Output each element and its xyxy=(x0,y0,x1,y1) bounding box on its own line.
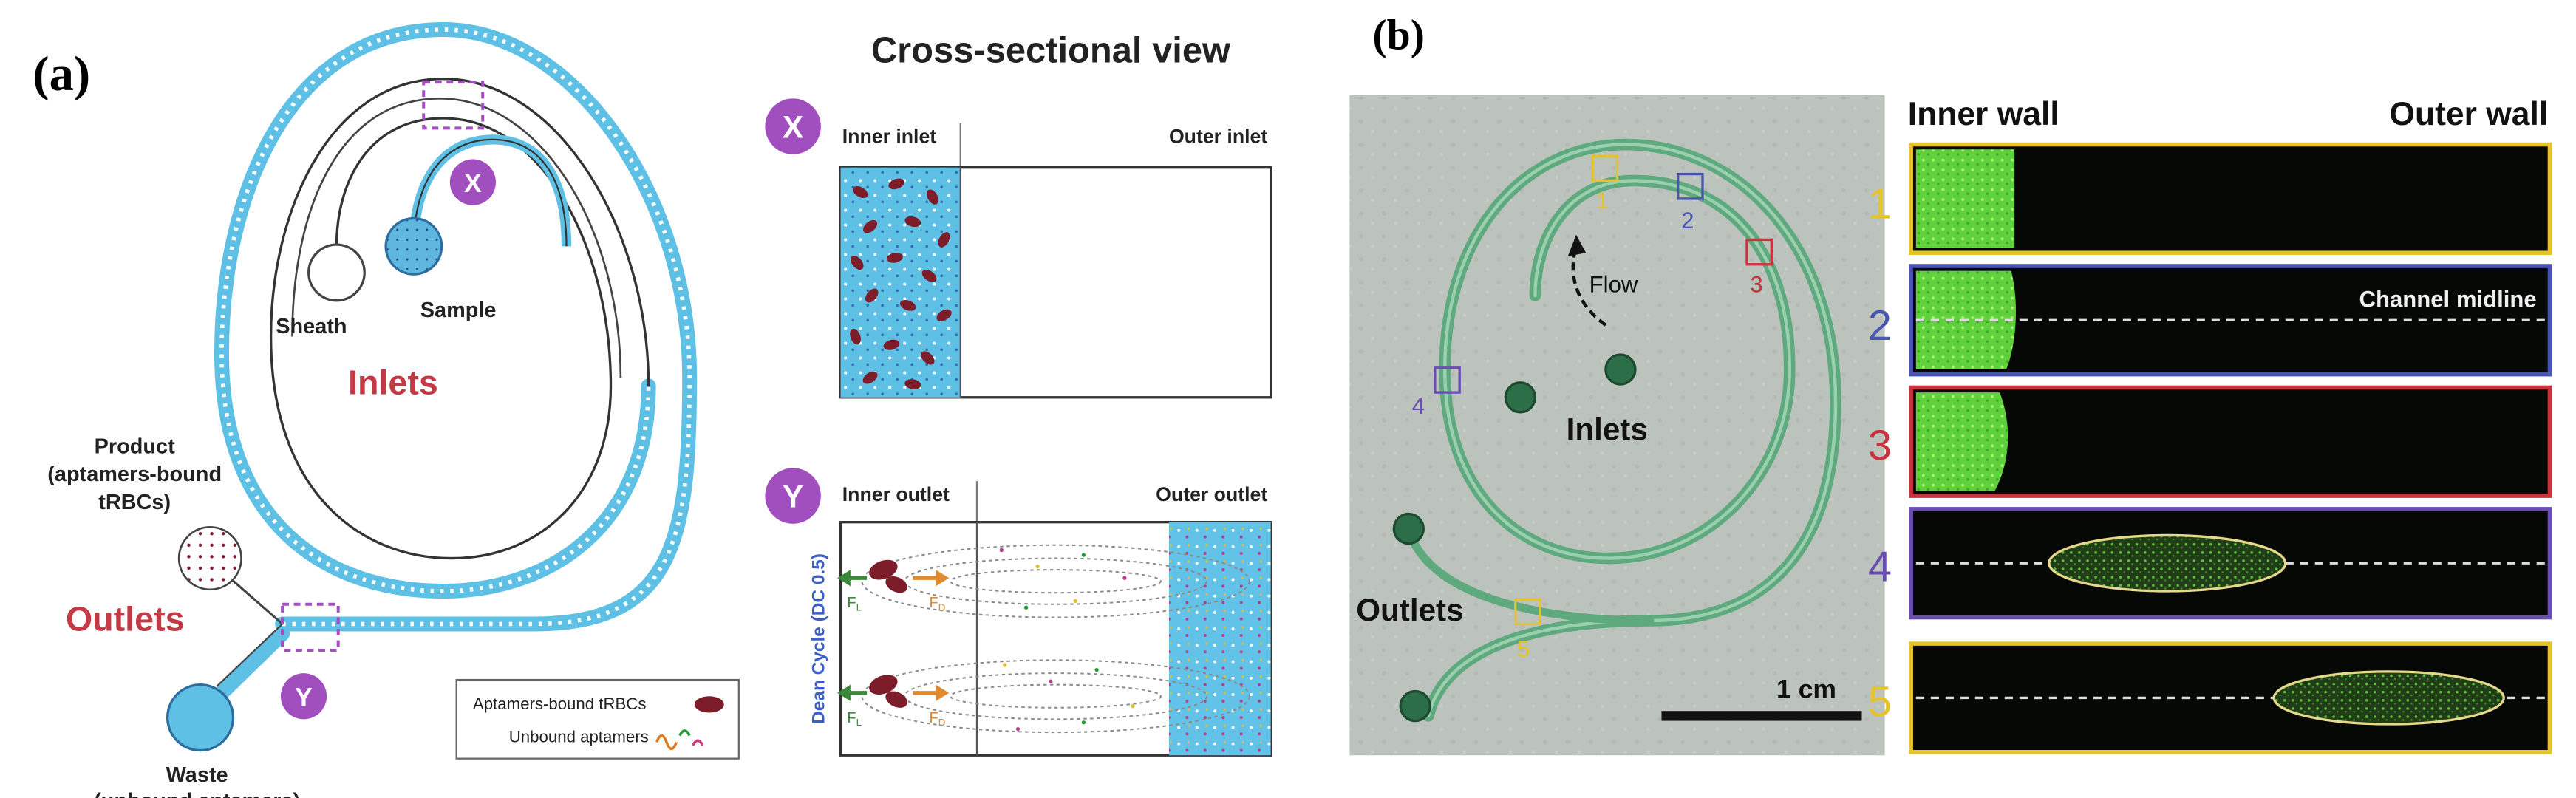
panel-a: (a) X xyxy=(33,21,740,798)
product-reservoir xyxy=(177,526,242,591)
sheath-label: Sheath xyxy=(276,315,347,338)
strip-number-2: 2 xyxy=(1868,302,1892,349)
location-label-4: 4 xyxy=(1412,393,1425,419)
product-label-1: Product xyxy=(95,434,175,458)
outer-channel xyxy=(214,21,698,632)
location-box-5 xyxy=(1514,598,1541,626)
location-box-4 xyxy=(1434,366,1461,394)
panel-b: (b) Flow Inlets Outlets 1 2 3 4 xyxy=(1349,13,2552,756)
scale-bar xyxy=(1661,711,1862,721)
cross-section-title: Cross-sectional view xyxy=(871,30,1231,70)
outlet-port-1 xyxy=(1392,512,1425,545)
location-label-3: 3 xyxy=(1750,272,1762,298)
legend-unbound: Unbound aptamers xyxy=(509,727,649,746)
waste-reservoir xyxy=(166,683,235,752)
outlet-branch-product xyxy=(229,577,284,625)
outlets-label: Outlets xyxy=(66,599,185,638)
force-fl-top: FL xyxy=(847,595,862,613)
force-fl-bottom: FL xyxy=(847,710,862,728)
svg-text:Y: Y xyxy=(783,480,803,514)
panel-a-label: (a) xyxy=(33,47,90,101)
device-channel xyxy=(1404,138,1841,722)
strip-number-5: 5 xyxy=(1868,678,1892,726)
y-outer-outlet: Outer outlet xyxy=(1156,483,1267,505)
inlets-label: Inlets xyxy=(348,363,438,401)
legend-cell-icon xyxy=(694,696,724,713)
y-inner-outlet: Inner outlet xyxy=(842,483,950,505)
device-inlets-label: Inlets xyxy=(1567,412,1648,447)
legend-aptamer-icon xyxy=(655,729,704,751)
y-cell-top xyxy=(869,559,907,593)
strip-3-fluorescence xyxy=(1915,392,2008,491)
strip-4: 4 xyxy=(1868,507,2552,620)
outlet-port-2 xyxy=(1399,689,1431,723)
y-cell-bottom xyxy=(869,675,907,708)
force-fd-top: FD xyxy=(930,595,946,613)
location-label-2: 2 xyxy=(1681,208,1694,233)
location-box-1 xyxy=(1591,154,1619,183)
x-cells xyxy=(850,178,952,389)
channel-midline-label: Channel midline xyxy=(2359,287,2537,313)
waste-label-1: Waste xyxy=(166,763,228,787)
x-outer-inlet: Outer inlet xyxy=(1169,125,1267,147)
inlet-port-2 xyxy=(1604,353,1637,386)
dean-vortices xyxy=(861,544,1250,734)
y-outer-fluid xyxy=(1168,522,1271,756)
sample-reservoir xyxy=(384,216,443,276)
strip-4-band xyxy=(2048,535,2286,591)
marker-y: Y xyxy=(280,673,327,720)
strip-number-3: 3 xyxy=(1868,422,1892,469)
product-label-2: (aptamers-bound xyxy=(47,463,222,486)
cross-section: Cross-sectional view X Inner inlet Outer… xyxy=(765,30,1272,757)
strip-5-outline xyxy=(2272,670,2505,726)
scale-label: 1 cm xyxy=(1776,674,1836,703)
x-inner-inlet: Inner inlet xyxy=(842,125,936,147)
inner-wall-label: Inner wall xyxy=(1908,96,2059,132)
selection-box-y xyxy=(281,602,340,652)
selection-box-x xyxy=(422,81,485,130)
force-fd-bottom: FD xyxy=(930,710,946,728)
device-ports xyxy=(1392,353,1637,723)
location-boxes xyxy=(1434,154,1773,626)
strip-number-4: 4 xyxy=(1868,544,1892,591)
marker-x-cross: X xyxy=(765,98,821,154)
device-outlets-label: Outlets xyxy=(1356,593,1463,627)
location-label-1: 1 xyxy=(1596,188,1609,214)
inlet-port-1 xyxy=(1504,381,1537,414)
strip-5: 5 xyxy=(1868,641,2552,754)
product-label-3: tRBCs) xyxy=(98,491,171,514)
strip-1-fluorescence xyxy=(1915,149,2015,248)
strip-2: 2 Channel midline xyxy=(1868,264,2552,377)
waste-label-2: (unbound aptamers) xyxy=(94,789,300,798)
spiral-channel xyxy=(209,21,698,706)
dean-cycle-label: Dean Cycle (DC 0.5) xyxy=(808,553,828,724)
legend-bound: Aptamers-bound tRBCs xyxy=(473,695,647,713)
scattered-aptamers xyxy=(999,548,1135,732)
force-arrows xyxy=(837,570,950,701)
sample-label: Sample xyxy=(420,299,497,322)
strip-number-1: 1 xyxy=(1868,181,1892,228)
strip-3: 3 xyxy=(1868,385,2552,498)
flow-label: Flow xyxy=(1589,272,1638,298)
legend: Aptamers-bound tRBCs Unbound aptamers xyxy=(455,678,740,760)
sheath-reservoir xyxy=(307,243,366,302)
marker-y-cross: Y xyxy=(765,468,821,524)
device-photo xyxy=(1349,95,1885,756)
outer-wall-label: Outer wall xyxy=(2389,96,2548,132)
strip-1: 1 xyxy=(1868,142,2552,255)
panel-b-label: (b) xyxy=(1372,13,1425,59)
marker-x: X xyxy=(449,159,496,205)
strip-4-outline xyxy=(2048,533,2287,593)
location-box-2 xyxy=(1677,172,1704,200)
svg-text:Y: Y xyxy=(295,683,313,712)
x-inner-fluid xyxy=(840,167,961,398)
svg-text:X: X xyxy=(783,110,803,145)
flow-arrow xyxy=(1571,245,1607,327)
location-label-5: 5 xyxy=(1517,636,1530,662)
location-box-3 xyxy=(1745,238,1773,266)
strip-5-band xyxy=(2274,671,2504,724)
svg-text:X: X xyxy=(464,168,482,198)
